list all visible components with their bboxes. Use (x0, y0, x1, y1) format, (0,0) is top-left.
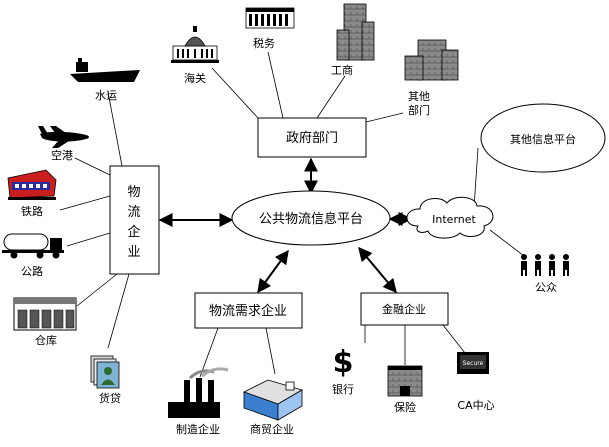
public-label: 公众 (535, 281, 557, 294)
railway-label: 铁路 (21, 205, 43, 218)
finance-label: 金融企业 (382, 302, 426, 316)
warehouse-icon (13, 297, 77, 331)
commerce-tower-icon (336, 3, 375, 61)
insurance-building-icon (387, 365, 423, 397)
logistics-box[interactable]: 物 流 企 业 (109, 165, 160, 275)
internet-cloud[interactable]: Internet (406, 196, 494, 239)
commerce-label: 工商 (331, 63, 353, 77)
tax-building-icon (245, 7, 295, 29)
other-department-label-line2: 部门 (408, 103, 430, 117)
freight-label: 货贷 (99, 391, 121, 405)
insurance-label: 保险 (394, 400, 416, 414)
logistics-label-char-2: 流 (127, 205, 140, 220)
road-label: 公路 (21, 265, 43, 278)
finance-box[interactable]: 金融企业 (360, 292, 449, 326)
trade-building-icon (242, 379, 304, 421)
train-icon (7, 169, 57, 200)
tax-label: 税务 (253, 36, 275, 50)
freight-agent-icon (90, 355, 120, 389)
ca-center-label: CA中心 (457, 399, 494, 412)
demand-box[interactable]: 物流需求企业 (194, 292, 303, 329)
center-platform[interactable]: 公共物流信息平台 (231, 190, 391, 246)
tanker-truck-icon (2, 233, 64, 259)
ca-center-screen-icon: Secure (457, 352, 489, 374)
other-platform-label: 其他信息平台 (510, 132, 576, 146)
logistics-label-char-4: 业 (127, 245, 140, 260)
warehouse-label: 仓库 (35, 333, 57, 347)
logistics-label-char-3: 企 (127, 224, 140, 240)
other-department-label-line1: 其他 (408, 90, 430, 103)
water-transport-label: 水运 (95, 89, 117, 102)
center-platform-label: 公共物流信息平台 (259, 211, 363, 227)
arrow-finance-center (358, 246, 397, 294)
demand-label: 物流需求企业 (209, 303, 287, 319)
government-box[interactable]: 政府部门 (257, 117, 367, 158)
logistics-label-char-1: 物 (127, 185, 140, 200)
airplane-icon (38, 126, 89, 148)
manufacturing-label: 制造企业 (176, 422, 220, 436)
ship-icon (70, 58, 140, 82)
customs-building-icon (171, 26, 219, 63)
airport-label: 空港 (51, 148, 73, 162)
ca-screen-text: Secure (463, 360, 484, 367)
other-platform-ellipse[interactable]: 其他信息平台 (480, 103, 606, 173)
customs-label: 海关 (184, 71, 206, 85)
arrow-demand-center (257, 249, 289, 294)
factory-icon (168, 367, 229, 418)
trade-label: 商贸企业 (250, 422, 294, 436)
dollar-icon: $ (333, 345, 354, 380)
bank-label: 银行 (332, 382, 354, 396)
internet-label: Internet (432, 213, 476, 226)
connector-lines (59, 51, 525, 378)
people-icon (521, 254, 569, 276)
other-department-building-icon (404, 39, 459, 81)
government-label: 政府部门 (286, 131, 338, 146)
